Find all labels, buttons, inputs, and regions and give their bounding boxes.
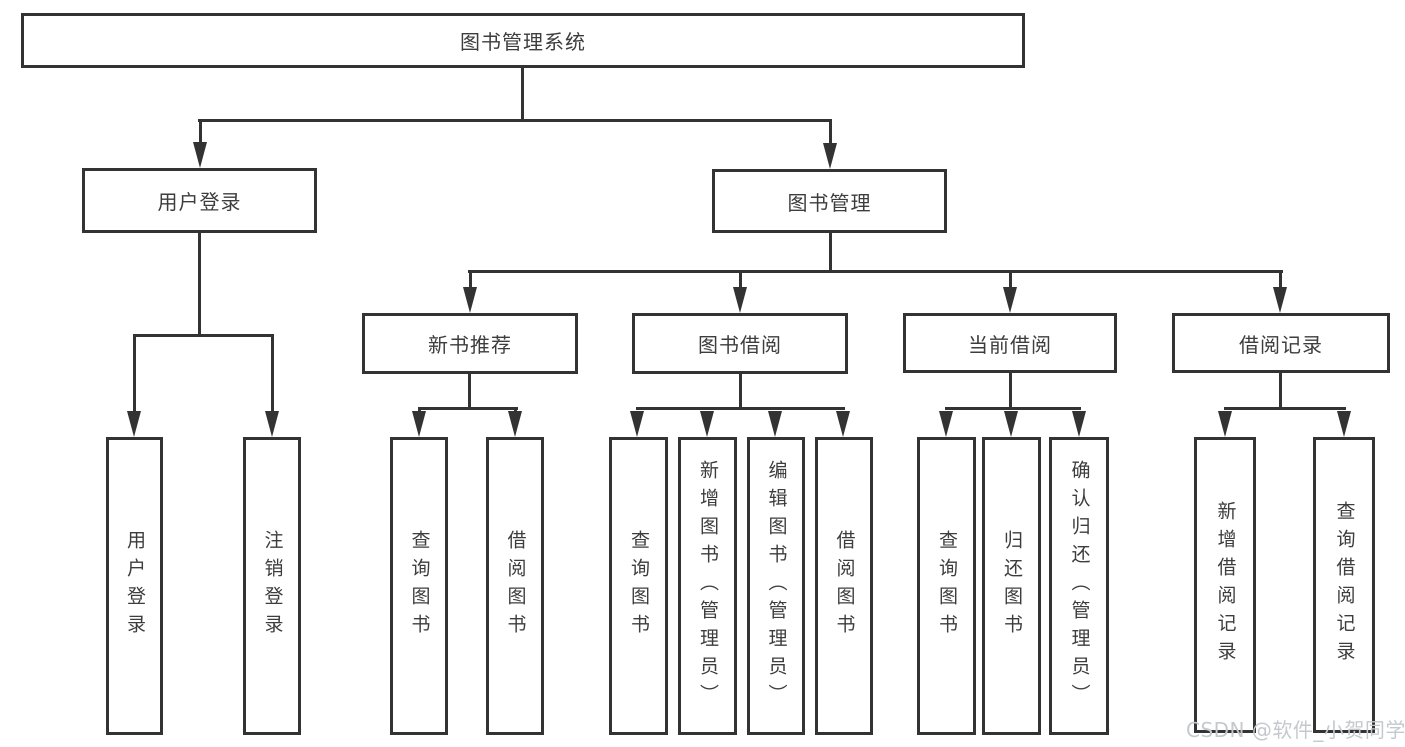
connector-line bbox=[636, 407, 845, 410]
arrowhead-down-icon bbox=[768, 411, 782, 437]
connector-line bbox=[199, 119, 202, 147]
arrowhead-down-icon bbox=[836, 411, 850, 437]
connector-line bbox=[198, 119, 832, 122]
node-borrow-record: 借阅记录 bbox=[1172, 313, 1390, 373]
node-borrow-record-label: 借阅记录 bbox=[1239, 332, 1323, 357]
leaf-current-query-book: 查询图书 bbox=[917, 437, 976, 735]
watermark: CSDN @软件_小贺同学 bbox=[1186, 718, 1405, 742]
node-book-management: 图书管理 bbox=[712, 169, 947, 233]
arrowhead-down-icon bbox=[463, 287, 477, 313]
leaf-borrow-edit-book-admin: 编辑图书（管理员） bbox=[747, 437, 805, 735]
leaf-borrow-add-book-admin: 新增图书（管理员） bbox=[678, 437, 737, 735]
arrowhead-down-icon bbox=[193, 142, 207, 168]
connector-line bbox=[469, 270, 472, 290]
arrowhead-down-icon bbox=[700, 411, 714, 437]
arrowhead-down-icon bbox=[1003, 287, 1017, 313]
arrowhead-down-icon bbox=[630, 411, 644, 437]
leaf-record-query-borrow-record: 查询借阅记录 bbox=[1313, 437, 1375, 733]
connector-line bbox=[1009, 270, 1012, 290]
leaf-borrow-add-book-admin-label: 新增图书（管理员） bbox=[697, 460, 719, 712]
leaf-user-login: 用户登录 bbox=[106, 437, 163, 735]
connector-line bbox=[1009, 371, 1012, 410]
leaf-borrow-query-book: 查询图书 bbox=[609, 437, 668, 735]
leaf-current-query-book-label: 查询图书 bbox=[936, 530, 958, 642]
connector-line bbox=[1224, 407, 1346, 410]
node-user-login: 用户登录 bbox=[82, 168, 317, 233]
arrowhead-down-icon bbox=[1004, 411, 1018, 437]
arrowhead-down-icon bbox=[127, 411, 141, 437]
leaf-record-add-borrow-record-label: 新增借阅记录 bbox=[1214, 501, 1237, 669]
node-book-borrow: 图书借阅 bbox=[632, 313, 848, 374]
connector-line bbox=[271, 334, 274, 414]
connector-line bbox=[418, 407, 518, 410]
leaf-borrow-query-book-label: 查询图书 bbox=[628, 530, 650, 642]
node-new-book-recommend: 新书推荐 bbox=[362, 313, 578, 374]
arrowhead-down-icon bbox=[265, 411, 279, 437]
leaf-current-confirm-return-admin-label: 确认归还（管理员） bbox=[1068, 460, 1091, 712]
leaf-current-return-book-label: 归还图书 bbox=[1001, 530, 1023, 642]
leaf-borrow-edit-book-admin-label: 编辑图书（管理员） bbox=[765, 460, 788, 712]
arrowhead-down-icon bbox=[733, 287, 747, 313]
leaf-current-confirm-return-admin: 确认归还（管理员） bbox=[1049, 437, 1109, 735]
leaf-user-login-label: 用户登录 bbox=[124, 530, 146, 642]
node-book-borrow-label: 图书借阅 bbox=[698, 333, 782, 357]
arrowhead-down-icon bbox=[1337, 411, 1351, 437]
arrowhead-down-icon bbox=[508, 411, 522, 437]
arrowhead-down-icon bbox=[939, 411, 953, 437]
node-new-book-recommend-label: 新书推荐 bbox=[428, 333, 512, 357]
leaf-recommend-query-book: 查询图书 bbox=[390, 437, 448, 735]
connector-line bbox=[198, 231, 201, 337]
arrowhead-down-icon bbox=[1218, 411, 1232, 437]
node-current-borrow: 当前借阅 bbox=[903, 313, 1117, 373]
leaf-logout: 注销登录 bbox=[243, 437, 301, 735]
leaf-recommend-borrow-book: 借阅图书 bbox=[486, 437, 544, 735]
connector-line bbox=[739, 372, 742, 410]
leaf-borrow-borrow-book: 借阅图书 bbox=[815, 437, 873, 735]
connector-line bbox=[739, 270, 742, 290]
leaf-borrow-borrow-book-label: 借阅图书 bbox=[833, 530, 856, 642]
leaf-recommend-query-book-label: 查询图书 bbox=[408, 530, 431, 642]
node-book-management-label: 图书管理 bbox=[787, 190, 872, 215]
leaf-logout-label: 注销登录 bbox=[261, 530, 284, 642]
connector-line bbox=[1279, 371, 1282, 410]
arrowhead-down-icon bbox=[1072, 411, 1086, 437]
connector-line bbox=[468, 372, 471, 410]
leaf-record-query-borrow-record-label: 查询借阅记录 bbox=[1333, 501, 1356, 669]
connector-line bbox=[1279, 270, 1282, 290]
connector-line bbox=[133, 334, 274, 337]
arrowhead-down-icon bbox=[1273, 287, 1287, 313]
connector-line bbox=[829, 231, 832, 273]
arrowhead-down-icon bbox=[412, 411, 426, 437]
node-user-login-label: 用户登录 bbox=[157, 190, 242, 214]
leaf-current-return-book: 归还图书 bbox=[982, 437, 1041, 735]
connector-line bbox=[133, 334, 136, 414]
node-current-borrow-label: 当前借阅 bbox=[968, 332, 1052, 357]
arrowhead-down-icon bbox=[823, 143, 837, 169]
leaf-recommend-borrow-book-label: 借阅图书 bbox=[504, 530, 527, 642]
node-root-label: 图书管理系统 bbox=[460, 30, 586, 54]
connector-line bbox=[829, 119, 832, 147]
node-root: 图书管理系统 bbox=[21, 13, 1025, 68]
connector-line bbox=[468, 270, 1283, 273]
leaf-record-add-borrow-record: 新增借阅记录 bbox=[1194, 437, 1256, 733]
connector-line bbox=[521, 66, 524, 121]
connector-line bbox=[945, 407, 1081, 410]
